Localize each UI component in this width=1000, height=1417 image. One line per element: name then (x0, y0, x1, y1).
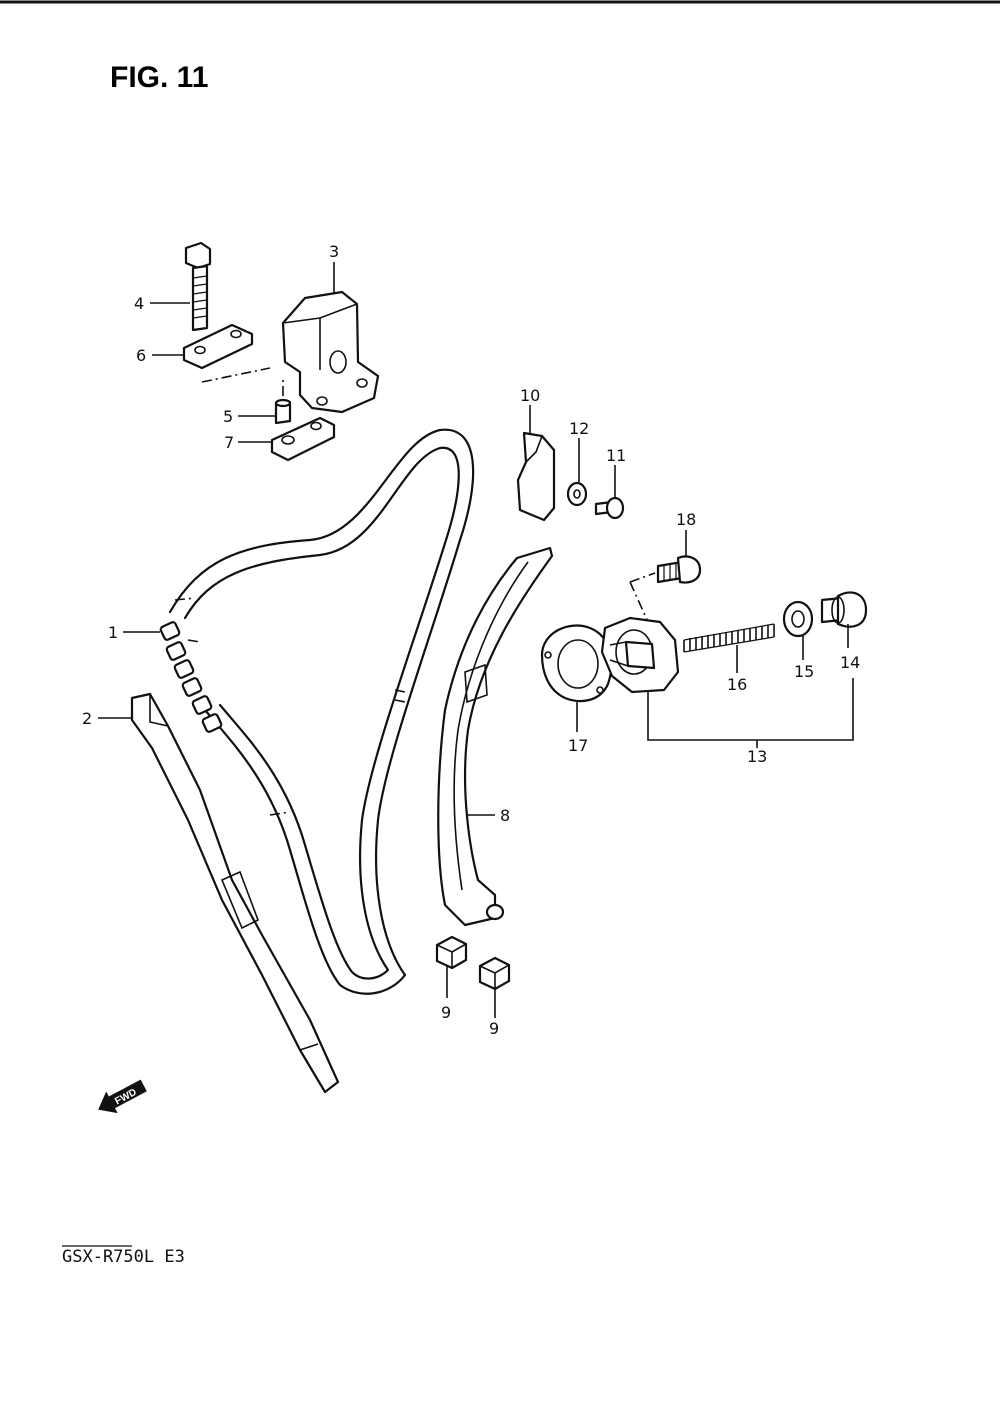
callout-18: 18 (676, 510, 696, 529)
part-9-cushion-right (478, 956, 511, 991)
callout-2: 2 (82, 709, 92, 728)
callout-5: 5 (223, 407, 233, 426)
callout-13: 13 (747, 747, 767, 766)
callout-14: 14 (840, 653, 860, 672)
fwd-arrow-icon: FWD (98, 1079, 147, 1114)
part-11-screw (594, 496, 625, 520)
callout-4: 4 (134, 294, 144, 313)
fwd-label: FWD (113, 1087, 138, 1107)
callout-labels: 1 2 3 4 6 5 7 8 9 9 10 11 12 13 14 15 16… (82, 242, 860, 1038)
part-13-tensioner-body (600, 616, 680, 694)
assembly-line-3 (201, 367, 284, 396)
part-9-cushion-left (435, 935, 468, 970)
part-15-washer (782, 600, 814, 638)
part-2-tensioner-guide (130, 692, 340, 1094)
callout-16: 16 (727, 675, 747, 694)
callout-10: 10 (520, 386, 540, 405)
part-12-washer (566, 481, 588, 507)
callout-12: 12 (569, 419, 589, 438)
assembly-line-18 (629, 572, 656, 623)
callout-9-left: 9 (441, 1003, 451, 1022)
part-16-spring (683, 623, 775, 653)
part-1-cam-chain (159, 428, 475, 995)
figure-title: FIG. 11 (110, 61, 208, 94)
callout-11: 11 (606, 446, 626, 465)
callout-7: 7 (224, 433, 234, 452)
part-18-bolt (656, 555, 702, 584)
callout-6: 6 (136, 346, 146, 365)
leader-lines (98, 262, 854, 1018)
callout-8: 8 (500, 806, 510, 825)
part-3-guide-bracket (281, 290, 380, 414)
part-5-dowel (274, 398, 292, 425)
part-10-guide-piece (516, 431, 556, 522)
callout-15: 15 (794, 662, 814, 681)
part-7-plate (270, 416, 336, 462)
model-code: GSX-R750L E3 (62, 1247, 185, 1267)
callout-9-right: 9 (489, 1019, 499, 1038)
callout-17: 17 (568, 736, 588, 755)
part-8-chain-guide (437, 546, 554, 927)
part-6-plate (182, 323, 254, 370)
part-4-bolt (184, 241, 212, 332)
part-14-cap-bolt (820, 591, 868, 628)
callout-3: 3 (329, 242, 339, 261)
part-17-gasket (540, 624, 613, 703)
callout-1: 1 (108, 623, 118, 642)
